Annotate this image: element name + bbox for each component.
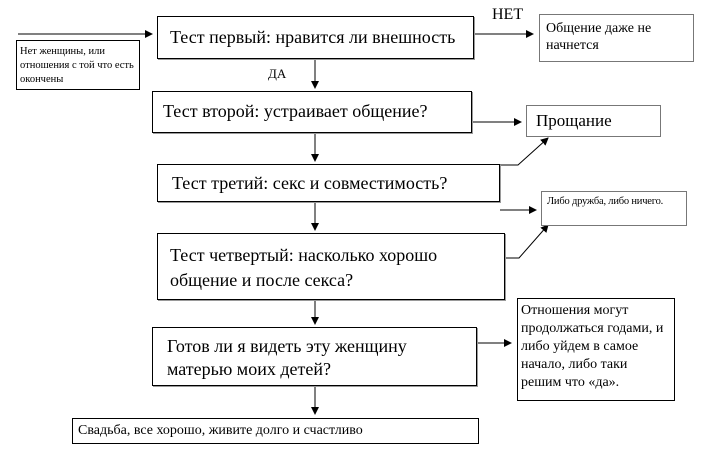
years-box: Отношения могут продолжаться годами, и л… — [517, 298, 675, 401]
start-text: Нет женщины, или отношения с той что ест… — [20, 46, 134, 85]
wedding-box: Свадьба, все хорошо, живите долго и счас… — [72, 418, 479, 444]
wedding-text: Свадьба, все хорошо, живите долго и счас… — [78, 423, 363, 438]
test-3-box: Тест третий: секс и совместимость? — [157, 164, 500, 202]
test-3-text: Тест третий: секс и совместимость? — [172, 173, 448, 193]
friendship-box: Либо дружба, либо ничего. — [541, 191, 687, 226]
farewell-box: Прощание — [526, 105, 661, 137]
test-1-box: Тест первый: нравится ли внешность — [157, 16, 474, 59]
test-2-text: Тест второй: устраивает общение? — [163, 101, 428, 121]
test-4-box: Тест четвертый: насколько хорошо общение… — [157, 233, 505, 300]
years-text: Отношения могут продолжаться годами, и л… — [521, 303, 664, 390]
arrow-t3-farewell — [500, 137, 549, 166]
no-start-box: Общение даже не начнется — [539, 14, 694, 62]
test-5-box: Готов ли я видеть эту женщину матерью мо… — [152, 327, 477, 386]
farewell-text: Прощание — [536, 111, 612, 130]
no-label: НЕТ — [492, 6, 524, 23]
test-1-text: Тест первый: нравится ли внешность — [170, 27, 456, 47]
test-4-text: Тест четвертый: насколько хорошо общение… — [170, 245, 438, 290]
arrow-t4-friendship — [505, 224, 549, 259]
start-box: Нет женщины, или отношения с той что ест… — [16, 40, 140, 90]
yes-label: ДА — [268, 66, 287, 81]
test-2-box: Тест второй: устраивает общение? — [152, 91, 472, 133]
no-start-text: Общение даже не начнется — [546, 21, 652, 53]
friendship-text: Либо дружба, либо ничего. — [547, 196, 664, 207]
test-5-text: Готов ли я видеть эту женщину матерью мо… — [167, 336, 407, 379]
